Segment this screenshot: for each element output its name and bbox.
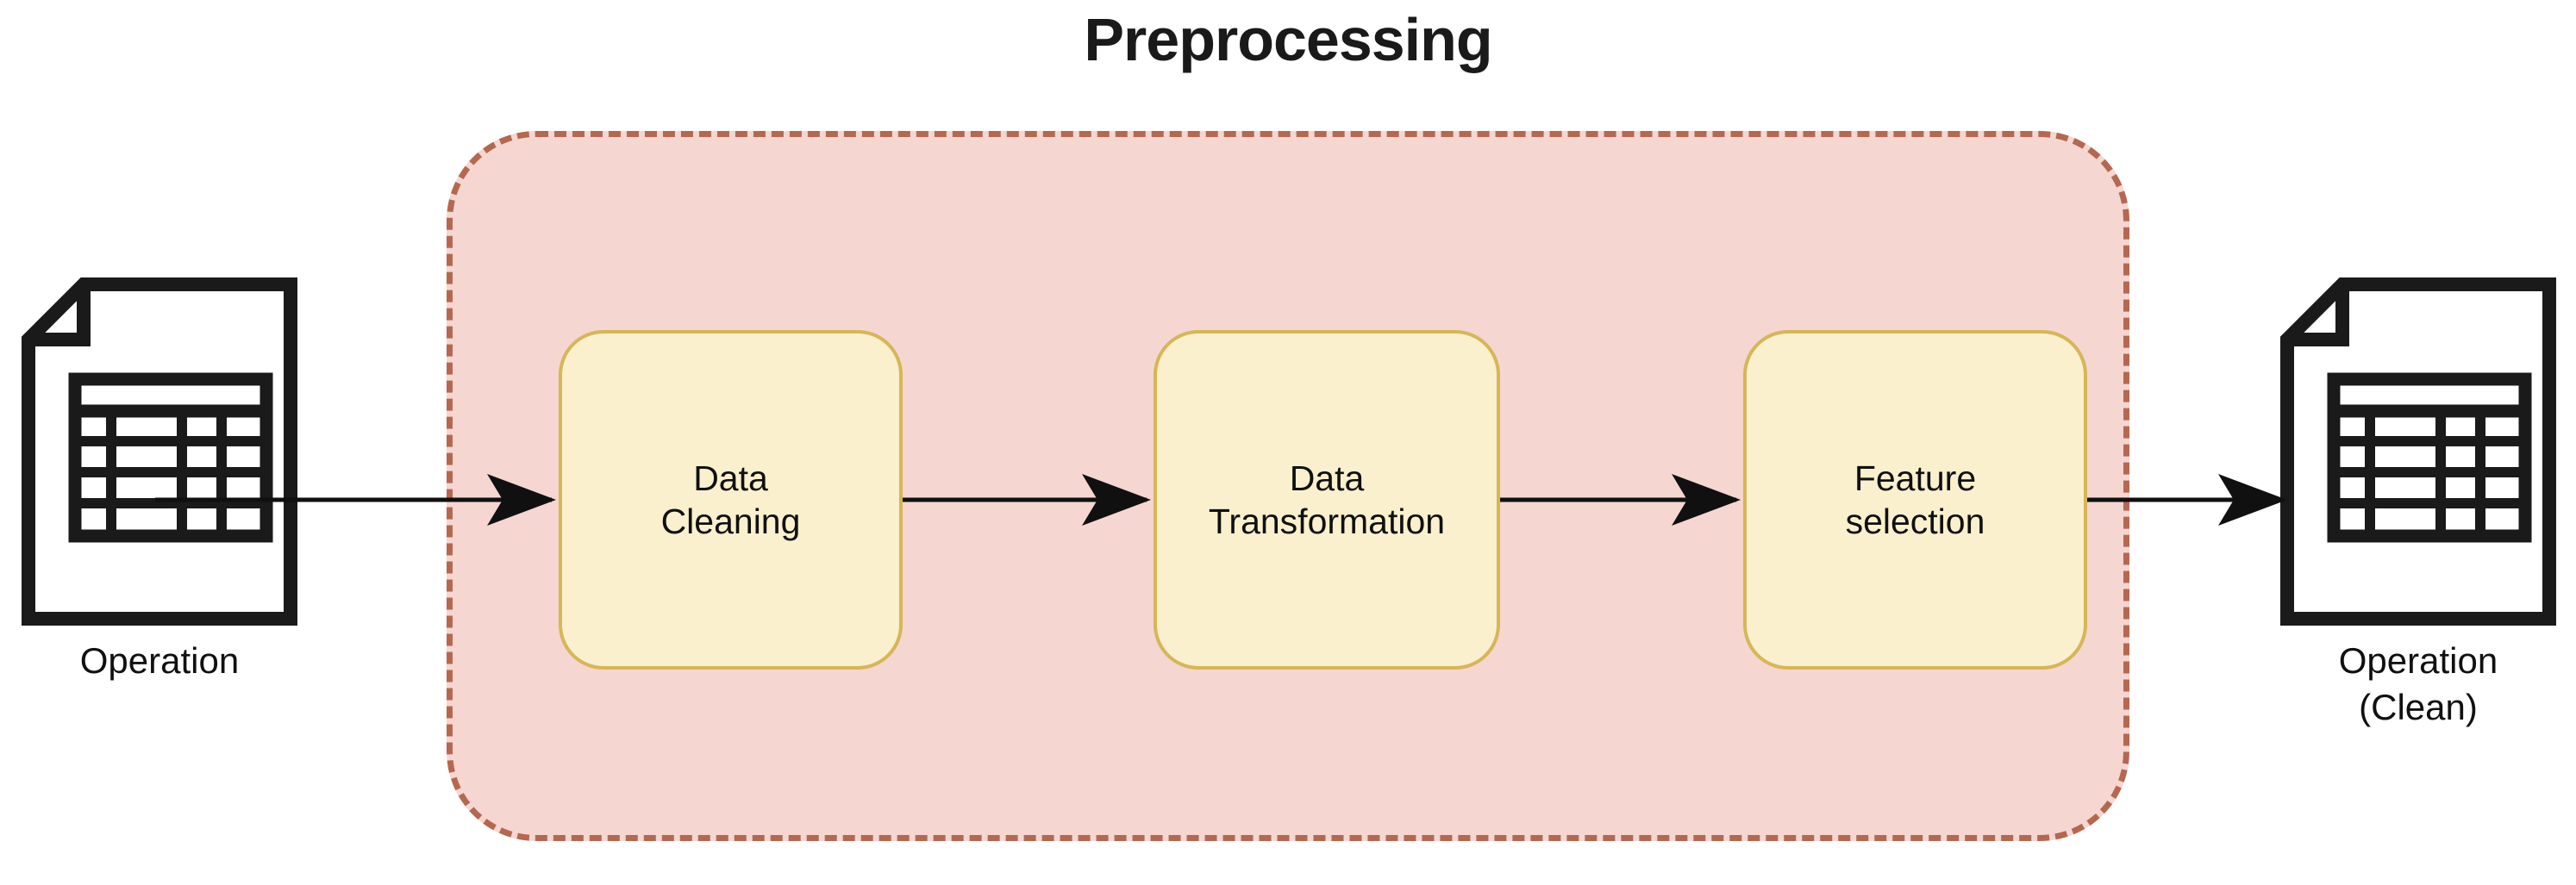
source-document-caption: Operation	[79, 640, 240, 681]
step-data-cleaning[interactable]: Data Cleaning	[559, 330, 903, 670]
step-data-cleaning-label: Data Cleaning	[660, 458, 801, 541]
step-data-transformation-label: Data Transformation	[1208, 458, 1446, 541]
spreadsheet-document-icon	[2280, 277, 2556, 626]
step-feature-selection[interactable]: Feature selection	[1743, 330, 2087, 670]
output-document-caption: Operation (Clean)	[2338, 640, 2498, 727]
output-document-node[interactable]: Operation (Clean)	[2280, 277, 2565, 731]
page-title: Preprocessing	[1084, 6, 1492, 73]
source-document-node[interactable]: Operation	[22, 277, 306, 684]
step-feature-selection-label: Feature selection	[1845, 458, 1985, 541]
spreadsheet-document-icon	[22, 277, 297, 626]
step-data-transformation[interactable]: Data Transformation	[1154, 330, 1500, 670]
